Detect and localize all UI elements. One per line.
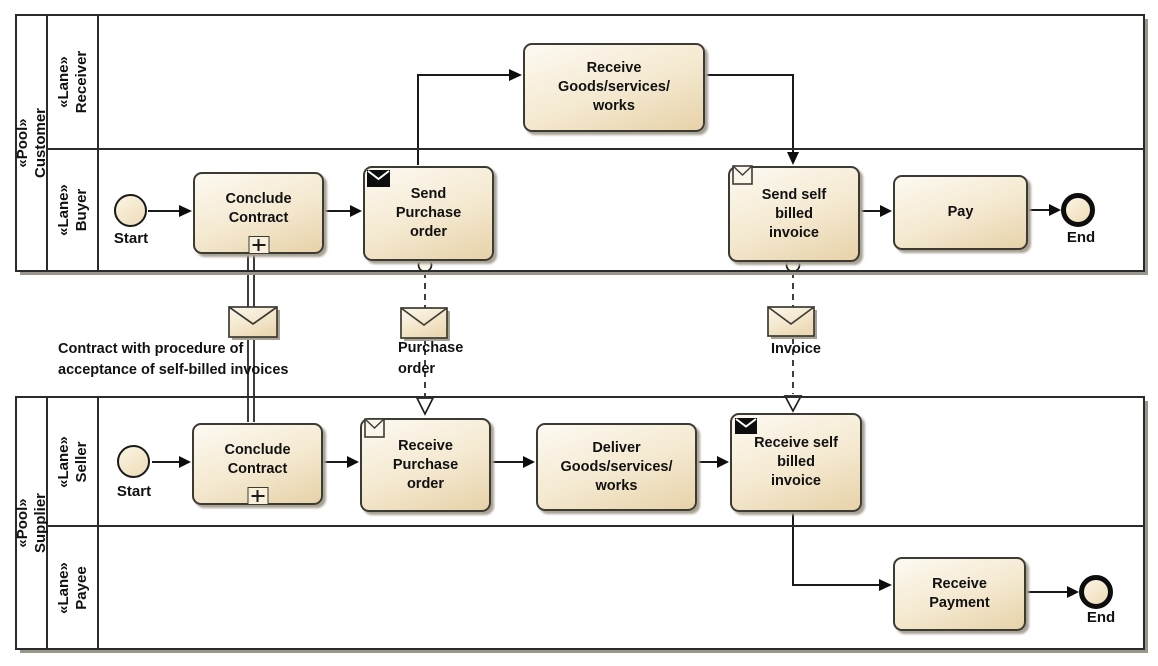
purchase-order-message-label: Purchase order (398, 340, 464, 377)
lane-buyer-label-column: «Lane» Buyer (48, 150, 99, 270)
sequence-flow-receive-payment-to-end-supplier (1022, 586, 1079, 598)
task-label: Receive self billed invoice (754, 435, 838, 489)
lane-receiver: «Lane» Receiver (48, 16, 1143, 150)
sequence-flow-conclude-contract-to-receive-purchase-order (319, 456, 359, 468)
task-label: Send self billed invoice (761, 186, 827, 241)
start-event-customer (114, 194, 147, 227)
pool-customer-label-column: «Pool» Customer (13, 16, 49, 270)
lane-buyer: «Lane» Buyer (48, 150, 1143, 270)
start-event-customer-label: Start (113, 230, 149, 247)
lane-payee-label-column: «Lane» Payee (48, 527, 99, 648)
task-conclude-contract-supplier: Conclude Contract (192, 423, 323, 505)
lane-buyer-label: «Lane» Buyer (54, 184, 90, 236)
invoice-message-envelope-icon (767, 306, 817, 339)
pool-supplier-label-column: «Pool» Supplier (13, 398, 49, 648)
sequence-flow-send-purchase-order-to-receive-goods (417, 69, 522, 165)
pool-supplier: «Pool» Supplier «Lane» Seller «Lane» Pay… (13, 396, 1145, 650)
start-event-supplier (117, 445, 150, 478)
sequence-flow-receive-self-billed-invoice-to-receive-payment (792, 508, 892, 591)
task-deliver-goods: Deliver Goods/services/ works (536, 423, 697, 511)
sequence-flow-deliver-goods-to-receive-self-billed-invoice (693, 456, 729, 468)
task-label: Conclude Contract (224, 442, 291, 477)
end-event-customer (1061, 193, 1095, 227)
purchase-order-message-envelope-icon (400, 307, 450, 341)
task-label: Receive Payment (929, 576, 990, 611)
sequence-flow-conclude-contract-to-send-purchase-order (320, 205, 362, 217)
task-receive-goods: Receive Goods/services/ works (523, 43, 705, 132)
sequence-flow-pay-to-end-customer (1024, 204, 1061, 216)
start-event-supplier-label: Start (116, 483, 152, 500)
task-label: Deliver Goods/services/ works (560, 439, 673, 494)
end-event-customer-label: End (1066, 229, 1096, 246)
task-label: Receive Purchase order (392, 437, 459, 492)
sequence-flow-start-to-conclude-contract-supplier (152, 456, 191, 468)
task-label: Conclude Contract (225, 191, 292, 226)
pool-customer: «Pool» Customer «Lane» Receiver «Lane» B… (13, 14, 1145, 272)
subprocess-plus-icon (247, 487, 268, 505)
task-receive-purchase-order: Receive Purchase order (360, 418, 491, 512)
sequence-flow-receive-purchase-order-to-deliver-goods (487, 456, 535, 468)
lane-seller: «Lane» Seller (48, 398, 1143, 527)
sequence-flow-receive-goods-to-send-self-billed-invoice (700, 74, 799, 165)
contract-message-envelope-icon (228, 306, 280, 340)
end-event-supplier-label: End (1086, 609, 1116, 626)
task-pay: Pay (893, 175, 1028, 250)
sequence-flow-start-to-conclude-contract-customer (148, 205, 192, 217)
task-send-self-billed-invoice: Send self billed invoice (728, 165, 860, 262)
lane-payee: «Lane» Payee (48, 527, 1143, 648)
task-send-purchase-order: Send Purchase order (363, 166, 494, 261)
task-receive-payment: Receive Payment (893, 557, 1026, 631)
lane-seller-label: «Lane» Seller (54, 435, 90, 488)
task-label: Pay (947, 204, 974, 220)
lane-receiver-label: «Lane» Receiver (54, 50, 90, 114)
sequence-flow-send-self-billed-invoice-to-pay (857, 205, 892, 217)
lane-payee-label: «Lane» Payee (54, 561, 90, 614)
task-conclude-contract-customer: Conclude Contract (193, 172, 324, 254)
contract-message-label: Contract with procedure of acceptance of… (58, 341, 289, 378)
pool-customer-label: «Pool» Customer (13, 107, 49, 179)
lane-receiver-label-column: «Lane» Receiver (48, 16, 99, 148)
subprocess-plus-icon (248, 236, 269, 254)
end-event-supplier (1079, 575, 1113, 609)
task-label: Receive Goods/services/ works (557, 60, 671, 114)
invoice-message-label: Invoice (771, 341, 821, 357)
lane-seller-label-column: «Lane» Seller (48, 398, 99, 525)
task-label: Send Purchase order (395, 186, 462, 240)
pool-supplier-label: «Pool» Supplier (13, 492, 49, 553)
task-receive-self-billed-invoice: Receive self billed invoice (730, 413, 862, 512)
